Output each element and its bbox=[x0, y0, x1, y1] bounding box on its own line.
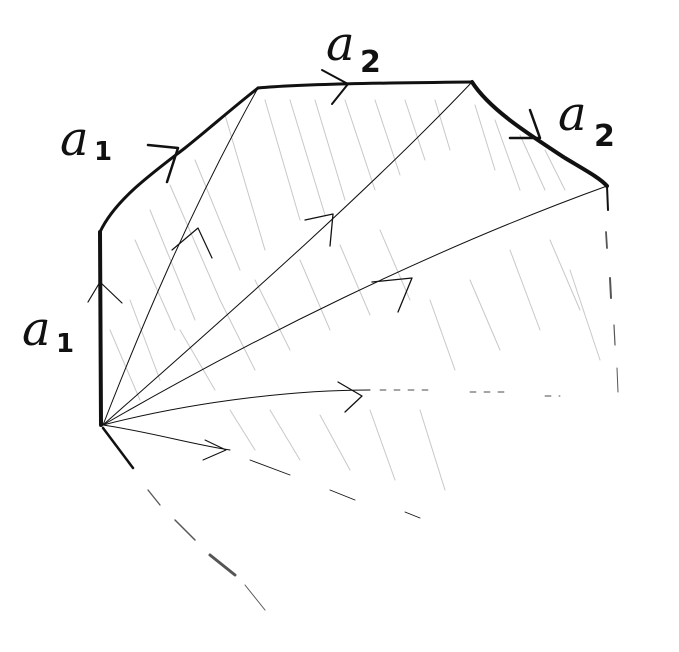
diagonal-4-dashed bbox=[379, 389, 561, 397]
diagonal-1 bbox=[102, 87, 259, 426]
arrow-diagonal-2 bbox=[304, 213, 334, 247]
label-a1-top: a 1 bbox=[60, 111, 112, 167]
label-subscript: 2 bbox=[594, 119, 615, 154]
arrow-diagonal-4 bbox=[337, 381, 363, 413]
label-subscript: 1 bbox=[94, 137, 112, 167]
arrow-a2-top bbox=[321, 69, 349, 105]
label-subscript: 1 bbox=[56, 329, 74, 359]
edge-a1-top bbox=[98, 86, 260, 234]
label-letter: a bbox=[558, 86, 587, 142]
diagonal-5 bbox=[102, 424, 231, 451]
diagonal-2 bbox=[102, 81, 473, 426]
diagonal-4 bbox=[102, 389, 371, 426]
diagonals bbox=[102, 81, 608, 519]
diagonal-3 bbox=[102, 185, 608, 426]
diagonal-5-dashed bbox=[249, 459, 421, 519]
arrow-diagonal-1 bbox=[171, 227, 213, 259]
edge-a2-top bbox=[256, 80, 474, 90]
arrow-a2-right bbox=[508, 108, 542, 140]
label-a2-right: a 2 bbox=[558, 86, 615, 154]
hatching bbox=[109, 99, 601, 491]
arrow-diagonal-3 bbox=[371, 277, 413, 313]
label-subscript: 2 bbox=[360, 45, 381, 80]
arrow-a1-top bbox=[146, 143, 180, 184]
dashed-edges bbox=[147, 231, 619, 611]
arrow-a1-left bbox=[87, 281, 123, 304]
arrowheads bbox=[87, 69, 542, 461]
label-letter: a bbox=[60, 111, 89, 167]
label-letter: a bbox=[22, 301, 51, 357]
label-a1-left: a 1 bbox=[22, 301, 74, 359]
label-letter: a bbox=[326, 16, 355, 72]
arrow-diagonal-5 bbox=[202, 439, 227, 461]
edge-a1-left bbox=[98, 230, 103, 427]
label-a2-top: a 2 bbox=[326, 16, 381, 80]
edge-bottom-stub bbox=[101, 426, 135, 470]
polygon-boundary bbox=[98, 80, 609, 470]
edge-a2-right bbox=[470, 80, 609, 188]
edge-right-down bbox=[606, 185, 609, 211]
